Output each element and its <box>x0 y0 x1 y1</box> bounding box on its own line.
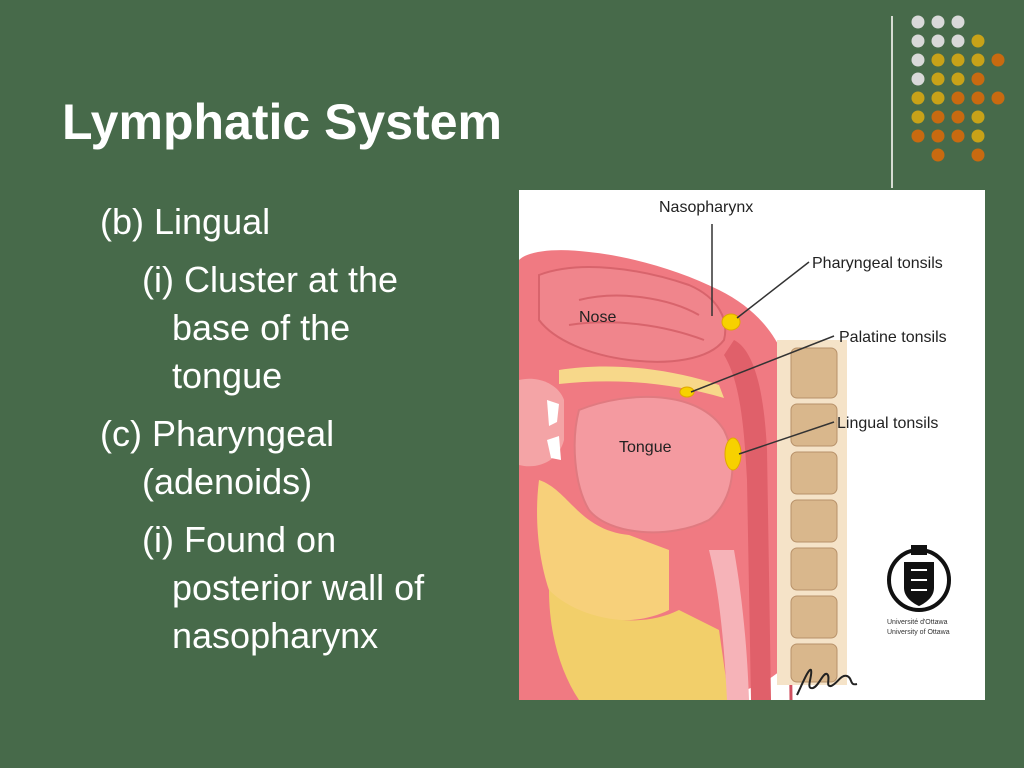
decorative-dot <box>971 129 985 143</box>
decorative-dot <box>911 110 925 124</box>
bullet-line: posterior wall of <box>172 567 425 608</box>
bullet-cluster-base-cont: base of the <box>172 304 350 352</box>
decorative-dot <box>951 15 965 29</box>
decorative-dot <box>971 91 985 105</box>
decorative-dot <box>971 72 985 86</box>
bullet-line: (i) Cluster at the <box>142 259 399 300</box>
decorative-dot <box>971 34 985 48</box>
artist-signature-mark <box>796 668 858 696</box>
pharynx <box>724 340 771 700</box>
decorative-dot <box>971 148 985 162</box>
decorative-dot <box>911 15 925 29</box>
decorative-dot <box>931 53 945 67</box>
nasal-concha <box>568 321 705 341</box>
lingual-tonsil-mark <box>724 437 742 471</box>
decorative-dot <box>951 53 965 67</box>
decorative-dot <box>931 72 945 86</box>
decorative-dot <box>951 34 965 48</box>
decorative-dot <box>951 110 965 124</box>
slide-title: Lymphatic System <box>62 94 502 150</box>
decorative-dot <box>951 129 965 143</box>
label-tongue: Tongue <box>619 439 672 456</box>
decorative-dot <box>971 110 985 124</box>
decorative-dot <box>931 91 945 105</box>
pharyngeal-tonsil-mark <box>721 313 741 331</box>
bullet-lingual: (b) Lingual <box>100 198 270 246</box>
bullet-found-on-cont: nasopharynx <box>172 612 378 660</box>
nasal-concha <box>578 294 700 316</box>
decorative-dot <box>931 148 945 162</box>
bullet-pharyngeal-cont: (adenoids) <box>142 458 312 506</box>
leader-line-pharyngeal <box>736 261 810 319</box>
decorative-dot <box>991 91 1005 105</box>
tongue <box>573 395 734 534</box>
decorative-dot <box>911 34 925 48</box>
leader-line-palatine <box>690 335 835 393</box>
decorative-dot <box>931 34 945 48</box>
teeth <box>547 436 561 460</box>
spine <box>777 340 847 685</box>
bullet-line: tongue <box>172 355 283 396</box>
bullet-line: base of the <box>172 307 351 348</box>
bullet-cluster-base-cont: tongue <box>172 352 282 400</box>
decorative-dot <box>911 72 925 86</box>
anatomy-diagram: Nasopharynx Pharyngeal tonsils Nose Pala… <box>519 190 985 700</box>
label-nose: Nose <box>579 309 616 326</box>
leader-line-lingual <box>738 421 835 455</box>
divider-line <box>891 16 893 188</box>
throat-anatomy-illustration: Nasopharynx Pharyngeal tonsils Nose Pala… <box>519 199 951 700</box>
bullet-pharyngeal: (c) Pharyngeal <box>100 410 334 458</box>
label-palatine-tonsils: Palatine tonsils <box>839 329 947 346</box>
decorative-dot <box>931 129 945 143</box>
bullet-found-on: (i) Found on <box>142 516 336 564</box>
lower-jaw-tissue <box>549 590 729 700</box>
decorative-dot <box>931 15 945 29</box>
bullet-cluster-base: (i) Cluster at the <box>142 256 398 304</box>
palatine-tonsil-mark <box>679 386 695 398</box>
bullet-found-on-cont: posterior wall of <box>172 564 424 612</box>
label-pharyngeal-tonsils: Pharyngeal tonsils <box>812 255 943 272</box>
bullet-line: (adenoids) <box>142 461 313 502</box>
decorative-dot <box>911 53 925 67</box>
label-nasopharynx: Nasopharynx <box>659 199 753 216</box>
bullet-line: nasopharynx <box>172 615 379 656</box>
decorative-dot <box>951 72 965 86</box>
larynx <box>709 550 749 700</box>
university-seal-logo: Université d'Ottawa University of Ottawa <box>887 545 951 636</box>
decorative-dot <box>971 53 985 67</box>
decorative-dot <box>911 129 925 143</box>
label-lingual-tonsils: Lingual tonsils <box>837 415 938 432</box>
palate <box>559 366 724 398</box>
bullet-line: (b) Lingual <box>100 201 271 242</box>
nose-chamber <box>538 266 727 363</box>
teeth <box>547 400 559 426</box>
decorative-dot <box>911 91 925 105</box>
jaw <box>537 480 669 621</box>
seal-text-en: University of Ottawa <box>887 629 950 636</box>
seal-text-fr: Université d'Ottawa <box>887 619 948 626</box>
decorative-dot <box>931 110 945 124</box>
decorative-dot-grid <box>0 0 1024 200</box>
decorative-dot <box>951 91 965 105</box>
bullet-line: (c) Pharyngeal <box>100 413 335 454</box>
bullet-line: (i) Found on <box>142 519 337 560</box>
decorative-dot <box>991 53 1005 67</box>
dot-grid-graphic <box>911 15 1005 162</box>
